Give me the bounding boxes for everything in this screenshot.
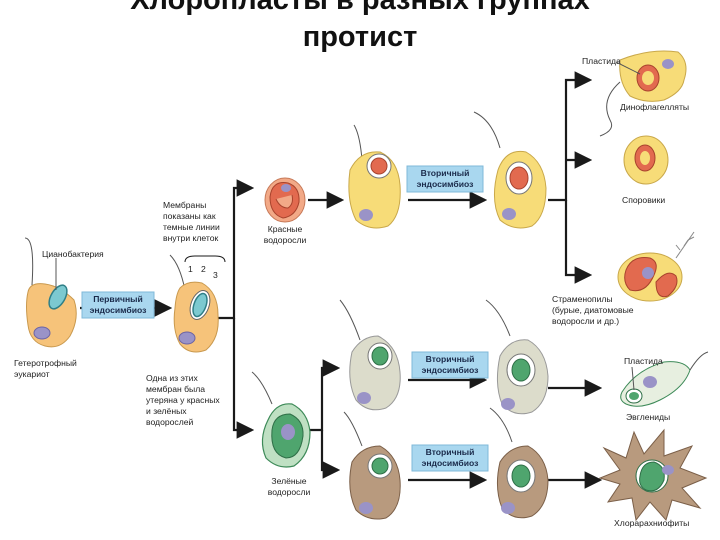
event-secondary-mid-line-2: эндосимбиоз xyxy=(422,365,479,375)
label-membrane-num-3: 3 xyxy=(213,270,218,280)
label-lost-4: и зелёных xyxy=(146,406,187,416)
label-euglenids: Эвглениды xyxy=(626,412,670,422)
label-stramenopiles-3: водоросли и др.) xyxy=(552,316,619,326)
cell-grey-after xyxy=(485,299,549,415)
connector-branch-1-lower xyxy=(232,318,255,439)
label-green-algae-1: Зелёные xyxy=(271,476,306,486)
event-secondary-low-line-1: Вторичный xyxy=(426,447,475,457)
bracket-membranes xyxy=(184,255,226,263)
connector-branch-2-low xyxy=(564,200,593,284)
label-lost-3: утеряна у красных xyxy=(146,395,220,405)
labels: Цианобактерия Гетеротрофный эукариот Мем… xyxy=(14,56,689,528)
cell-grey-secondary xyxy=(339,299,401,411)
cell-heterotroph xyxy=(24,237,77,348)
event-primary-line-1: Первичный xyxy=(93,294,143,304)
label-lost-5: водорослей xyxy=(146,417,194,427)
label-stramenopiles-2: (бурые, диатомовые xyxy=(552,305,634,315)
event-secondary-top-line-1: Вторичный xyxy=(421,168,470,178)
cell-yellow-secondary xyxy=(348,124,401,229)
label-membrane-num-1: 1 xyxy=(188,264,193,274)
cell-chlorarachniophyte xyxy=(598,428,708,522)
label-cyanobacterium: Цианобактерия xyxy=(42,249,104,259)
label-membranes-3: темные линии xyxy=(163,222,220,232)
label-red-algae-1: Красные xyxy=(268,224,303,234)
cell-primary xyxy=(169,254,219,353)
event-secondary-mid: Вторичный эндосимбиоз xyxy=(411,351,489,379)
label-heterotroph-1: Гетеротрофный xyxy=(14,358,77,368)
label-membranes-2: показаны как xyxy=(163,211,216,221)
connector-green-low xyxy=(320,430,341,479)
event-secondary-low-line-2: эндосимбиоз xyxy=(422,458,479,468)
title-line-2: протист xyxy=(302,21,418,53)
event-secondary-top: Вторичный эндосимбиоз xyxy=(406,165,484,193)
label-membranes-1: Мембраны xyxy=(163,200,206,210)
page-title: Хлоропласты в разных группах протист xyxy=(0,0,720,56)
cell-yellow-after xyxy=(473,111,547,229)
label-green-algae-2: водоросли xyxy=(268,487,311,497)
label-lost-2: мембран была xyxy=(146,384,205,394)
event-primary-line-2: эндосимбиоз xyxy=(90,305,147,315)
event-secondary-low: Вторичный эндосимбиоз xyxy=(411,444,489,472)
title-line-1: Хлоропласты в разных группах xyxy=(130,0,590,16)
connector-branch-1 xyxy=(212,179,255,320)
cell-apicomplexa xyxy=(623,135,669,185)
label-plastid-top: Пластида xyxy=(582,56,621,66)
label-stramenopiles-1: Страменопилы xyxy=(552,294,613,304)
cell-brown-secondary xyxy=(343,411,401,520)
label-red-algae-2: водоросли xyxy=(264,235,307,245)
event-primary: Первичный эндосимбиоз xyxy=(81,291,155,319)
label-membranes-4: внутри клеток xyxy=(163,233,218,243)
connector-branch-2 xyxy=(548,71,593,202)
label-apicomplexa: Споровики xyxy=(622,195,665,205)
event-secondary-top-line-2: эндосимбиоз xyxy=(417,179,474,189)
label-heterotroph-2: эукариот xyxy=(14,369,50,379)
cell-euglenid xyxy=(620,351,709,407)
connector-green xyxy=(310,359,341,432)
event-secondary-mid-line-1: Вторичный xyxy=(426,354,475,364)
cell-red-algae xyxy=(264,177,306,223)
label-chlorarachniophytes: Хлорарахниофиты xyxy=(614,518,689,528)
cell-stramenopile xyxy=(617,231,695,302)
label-membrane-num-2: 2 xyxy=(201,264,206,274)
label-dinoflagellates: Динофлагелляты xyxy=(620,102,689,112)
cell-dinoflagellate xyxy=(599,50,687,137)
label-plastid-euglena: Пластида xyxy=(624,356,663,366)
label-lost-1: Одна из этих xyxy=(146,373,198,383)
cell-green-algae xyxy=(251,371,311,468)
cell-brown-after xyxy=(489,407,549,519)
